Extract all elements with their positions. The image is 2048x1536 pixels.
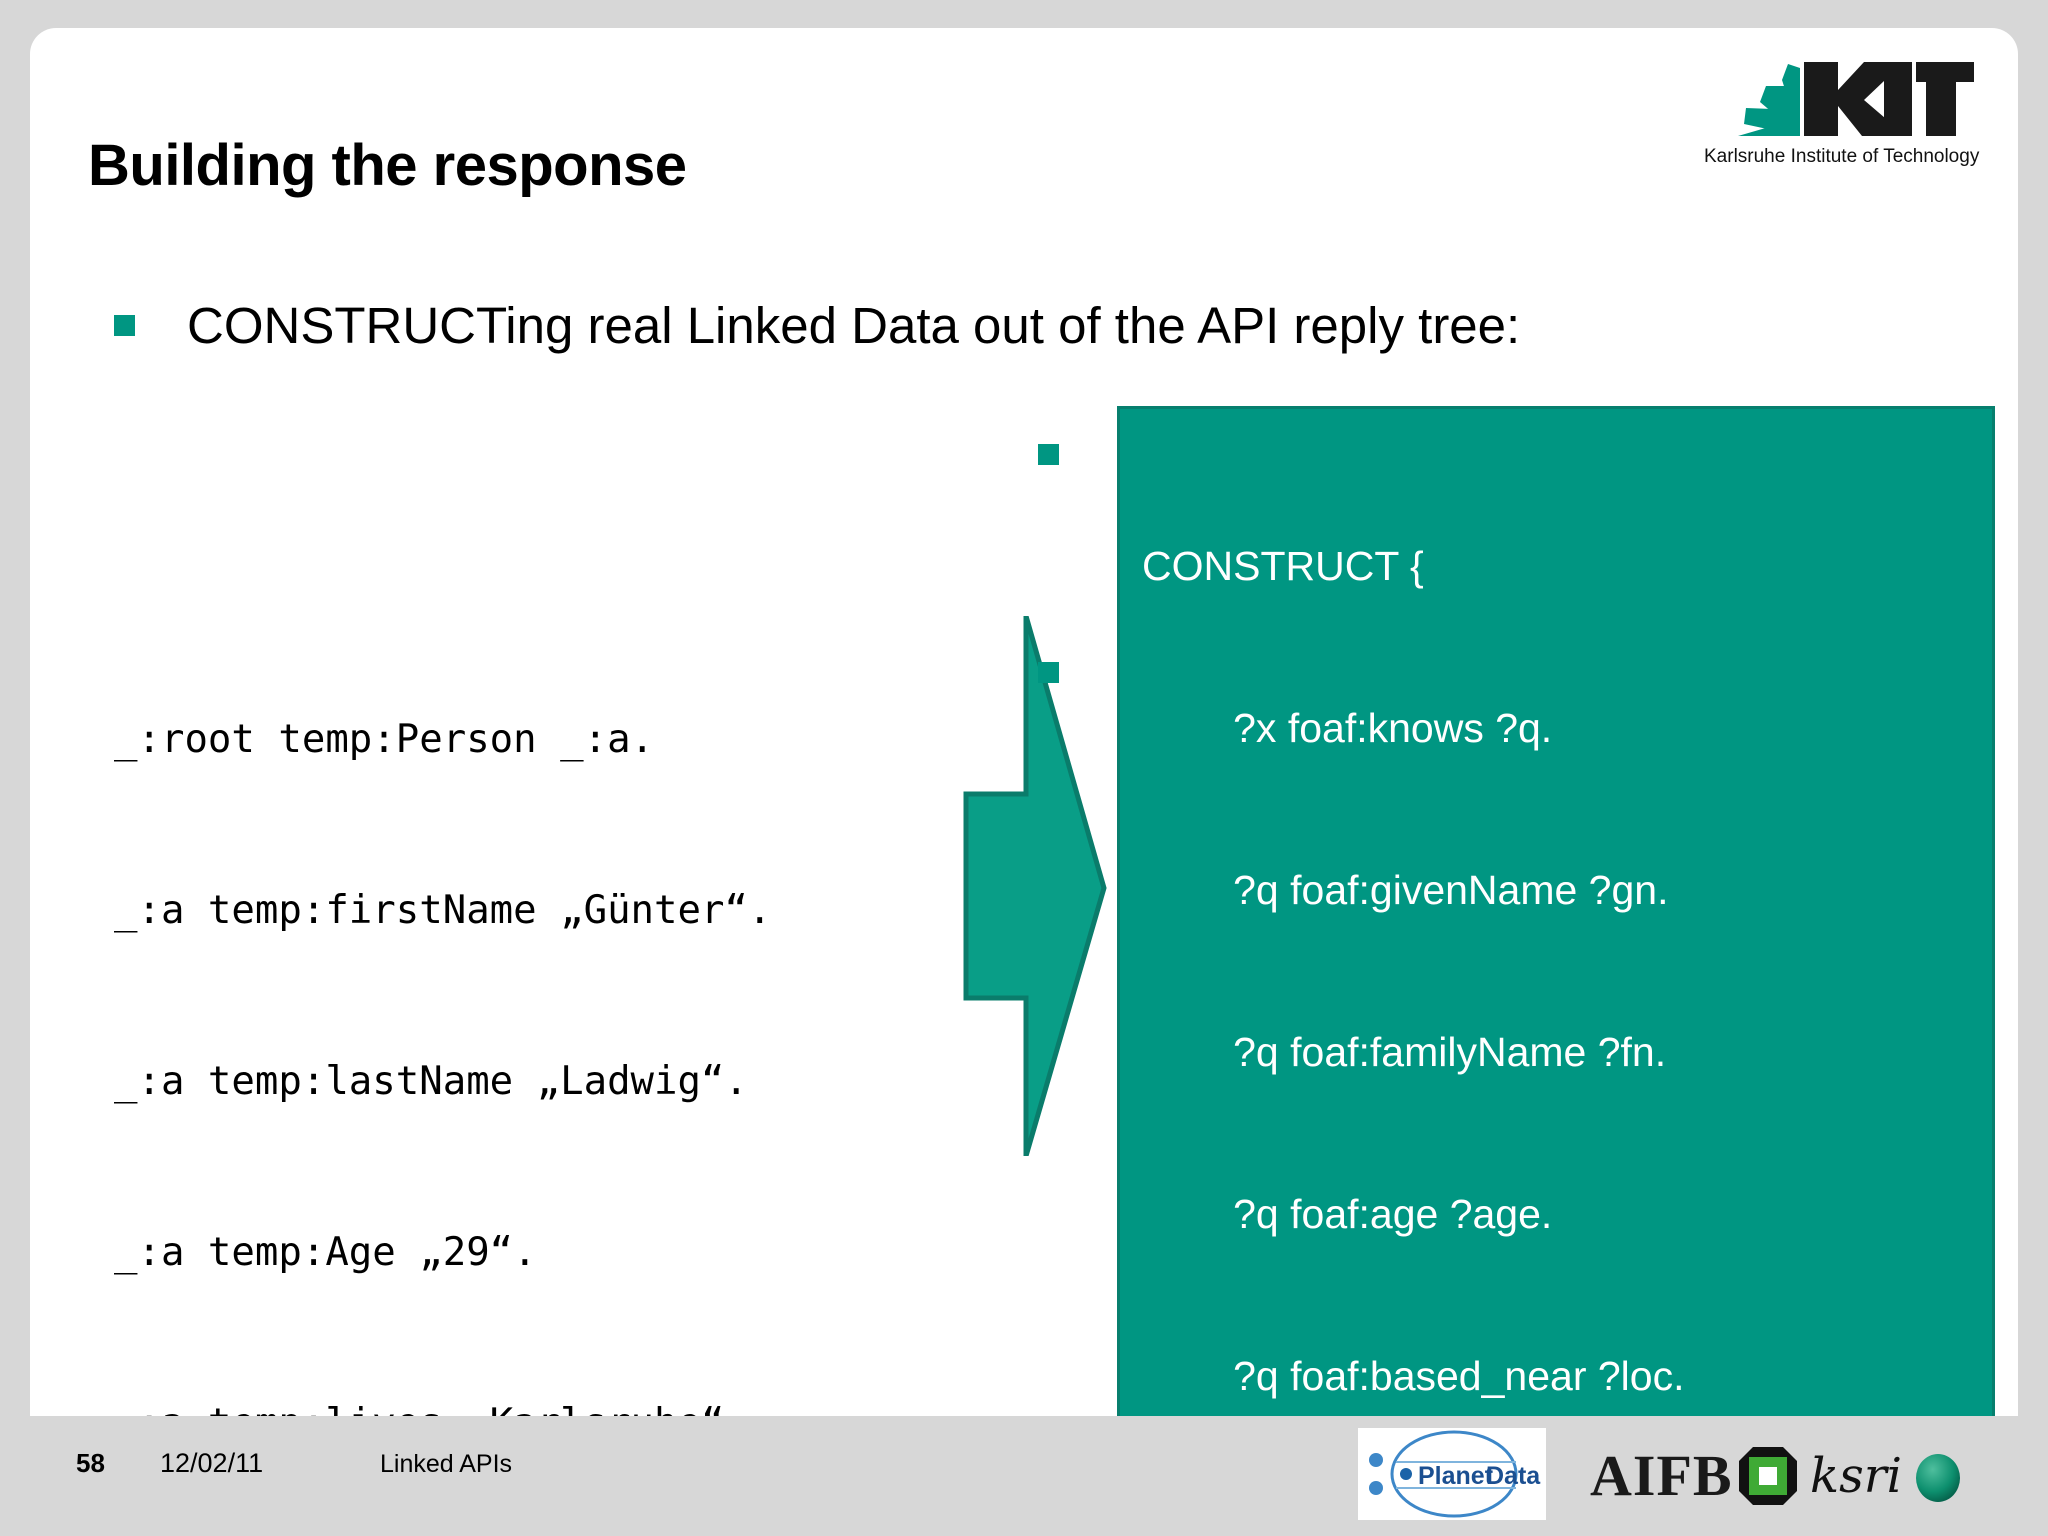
svg-text:Planet: Planet bbox=[1418, 1462, 1494, 1490]
rdf-line: _:a temp:lives „Karlsruhe“. bbox=[114, 1395, 771, 1416]
slide-canvas: Karlsruhe Institute of Technology Buildi… bbox=[30, 28, 2018, 1416]
page-number: 58 bbox=[76, 1448, 105, 1478]
rdf-line: _:root temp:Person _:a. bbox=[114, 717, 655, 762]
rdf-line: _:a temp:firstName „Günter“. bbox=[114, 888, 772, 933]
right-arrow-icon bbox=[960, 615, 1110, 1157]
svg-text:Data: Data bbox=[1486, 1462, 1541, 1490]
sparql-line: ?q foaf:givenName ?gn. bbox=[1142, 867, 1669, 913]
planetdata-logo: Planet Data bbox=[1358, 1428, 1546, 1520]
bullet-main-label: CONSTRUCTing real Linked Data out of the… bbox=[187, 297, 1521, 354]
ksri-logo-text: ksri bbox=[1810, 1448, 1903, 1504]
bullet-row-main: CONSTRUCTing real Linked Data out of the… bbox=[114, 300, 1520, 351]
footer-topic: Linked APIs bbox=[380, 1450, 513, 1478]
bullet-square-icon bbox=[114, 315, 135, 336]
kit-logo: Karlsruhe Institute of Technology bbox=[1704, 58, 1980, 178]
rdf-line: _:a temp:Age „29“. bbox=[114, 1230, 537, 1275]
sparql-line: ?q foaf:familyName ?fn. bbox=[1142, 1029, 1667, 1075]
aifb-octagon-icon bbox=[1738, 1447, 1797, 1505]
aifb-logo-text: AIFB bbox=[1590, 1443, 1733, 1508]
aifb-logo: AIFB bbox=[1590, 1438, 1799, 1514]
bullet-square-icon-secondary-2 bbox=[1038, 662, 1059, 683]
rdf-listing: _:root temp:Person _:a. _:a temp:firstNa… bbox=[114, 483, 771, 1416]
ksri-sphere-icon bbox=[1916, 1454, 1961, 1502]
ksri-logo: ksri bbox=[1810, 1436, 1966, 1516]
kit-logo-mark bbox=[1738, 62, 1974, 136]
sparql-line: ?x foaf:knows ?q. bbox=[1142, 705, 1553, 751]
sparql-line: CONSTRUCT { bbox=[1142, 543, 1424, 589]
page-title: Building the response bbox=[88, 133, 687, 198]
rdf-block-person-a: _:root temp:Person _:a. _:a temp:firstNa… bbox=[114, 597, 771, 1416]
slide-footer: 58 12/02/11 Linked APIs Planet Data AIFB bbox=[0, 1416, 2048, 1536]
rdf-line: _:a temp:lastName „Ladwig“. bbox=[114, 1059, 748, 1104]
footer-date: 12/02/11 bbox=[160, 1448, 264, 1478]
sparql-query-code: CONSTRUCT { ?x foaf:knows ?q. ?q foaf:gi… bbox=[1142, 431, 1984, 1416]
sparql-line: ?q foaf:based_near ?loc. bbox=[1142, 1353, 1685, 1399]
bullet-square-icon-secondary-1 bbox=[1038, 444, 1059, 465]
kit-logo-subtitle: Karlsruhe Institute of Technology bbox=[1704, 146, 1980, 167]
sparql-query-panel: CONSTRUCT { ?x foaf:knows ?q. ?q foaf:gi… bbox=[1117, 406, 1995, 1416]
sparql-line: ?q foaf:age ?age. bbox=[1142, 1191, 1553, 1237]
